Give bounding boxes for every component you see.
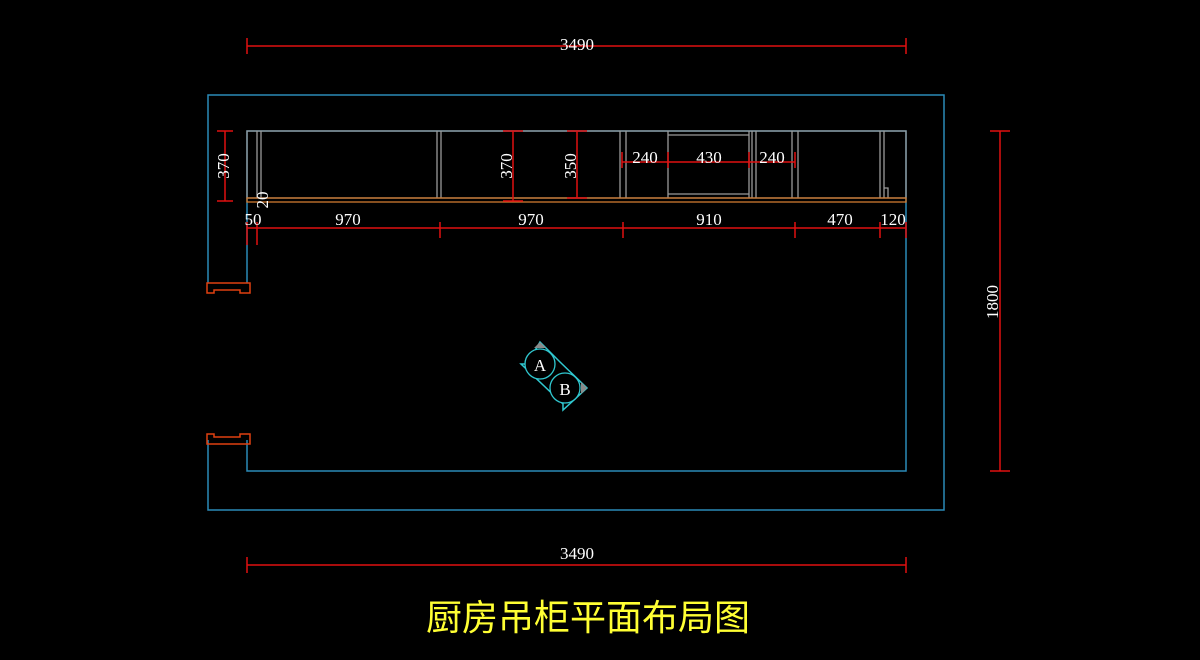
door-jamb-top [206,282,251,294]
sub-segment-label: 430 [696,148,722,167]
dimension-left-depth: 370 [214,130,233,202]
dimension-bottom: 3490 [246,544,907,573]
segment-label: 50 [245,210,262,229]
dimension-right: 1800 [983,130,1010,472]
dim-inner-depth: 350 [561,153,580,179]
door-jamb-bottom [206,433,251,445]
dim-strip: 20 [253,192,272,209]
sub-segment-label: 240 [759,148,785,167]
dimension-sub-segments: 240 430 240 [621,148,796,168]
marker-b-label: B [559,380,570,399]
dim-left-depth: 370 [214,153,233,179]
dim-top-width: 3490 [560,35,594,54]
dimension-segments: 50 970 970 910 470 120 [245,210,907,245]
dim-right-height: 1800 [983,285,1002,319]
marker-a-label: A [534,356,547,375]
marker-a-icon [524,348,556,380]
drawing-title: 厨房吊柜平面布局图 [426,598,750,639]
dimension-cabinet-depth: 370 350 20 [253,130,587,209]
segment-label: 970 [335,210,361,229]
sub-segment-label: 240 [632,148,658,167]
marker-b-icon [549,372,581,404]
segment-label: 910 [696,210,722,229]
dim-cabinet-depth: 370 [497,153,516,179]
segment-label: 120 [880,210,906,229]
segment-label: 970 [518,210,544,229]
dimension-top: 3490 [246,35,907,54]
elevation-marker: A B [519,340,589,412]
dim-bottom-width: 3490 [560,544,594,563]
segment-label: 470 [827,210,853,229]
